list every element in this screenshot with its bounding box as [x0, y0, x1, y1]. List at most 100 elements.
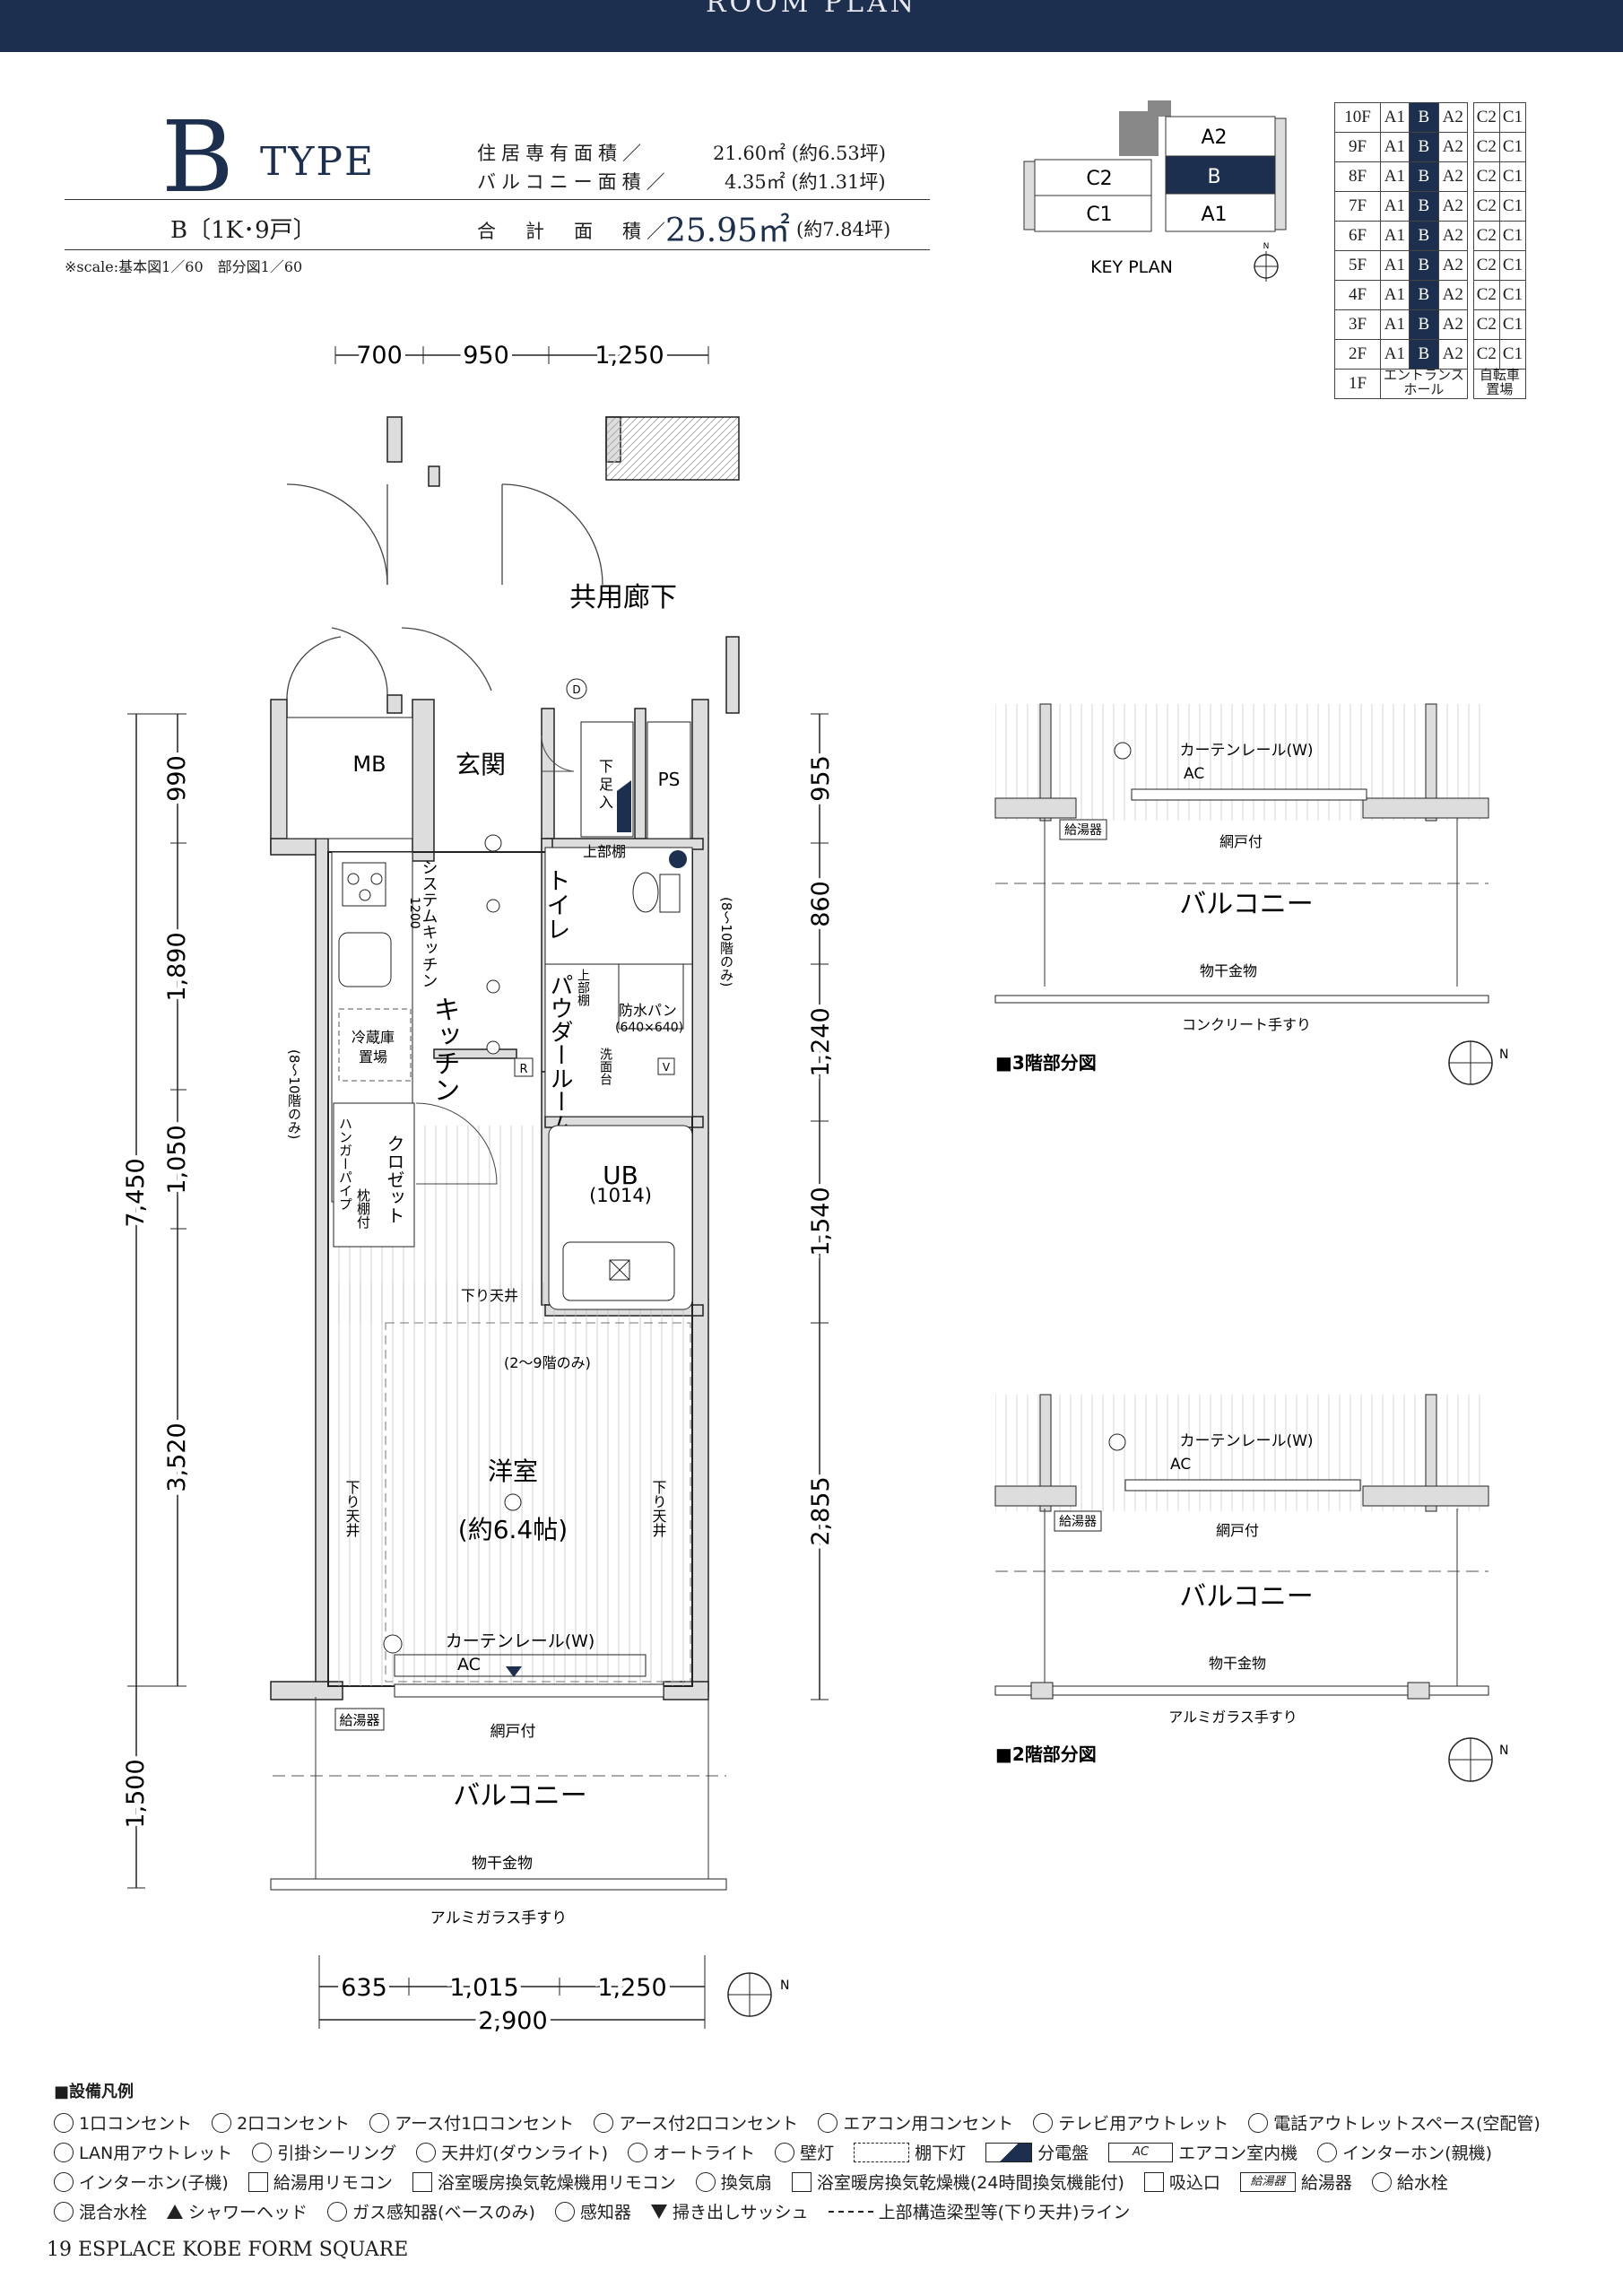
private-area-value: 21.60㎡ (約6.53坪) — [713, 143, 886, 164]
bottom-dimension — [318, 1955, 706, 2029]
right-dim-2855: 2,855 — [807, 1476, 835, 1545]
svg-text:R: R — [519, 1063, 527, 1076]
left-dim-990: 990 — [163, 755, 191, 802]
legend-label: 上部構造梁型等(下り天井)ライン — [878, 2203, 1131, 2222]
floor-label: 7F — [1334, 191, 1381, 222]
bottom-dim-635: 635 — [341, 1974, 387, 2002]
toilet-tank-icon — [659, 874, 681, 913]
legend-row-4: 混合水栓 シャワーヘッド ガス感知器(ベースのみ) 感知器 掃き出しサッシュ 上… — [54, 2196, 1578, 2226]
legend-label: 壁灯 — [800, 2144, 835, 2163]
key-plan-label-a1: A1 — [1201, 204, 1227, 226]
ub-size: (1014) — [589, 1185, 652, 1206]
corridor-label: 共用廊下 — [569, 582, 677, 613]
hanger-shelf-label: 枕棚付 — [355, 1188, 371, 1230]
closet — [333, 1102, 415, 1248]
closet-door-swing — [415, 1102, 498, 1185]
under-shelf-light-icon — [854, 2142, 910, 2162]
legend-item: 引掛シーリング — [252, 2140, 396, 2164]
ac-label: AC — [457, 1655, 481, 1674]
top-dim-700: 700 — [356, 342, 403, 370]
ps-label: PS — [658, 769, 681, 790]
floor-cell: A2 — [1437, 132, 1468, 162]
wash-stand-label: 洗面台 — [598, 1048, 612, 1085]
floor-cell: B — [1408, 102, 1439, 133]
balcony-area-label: バルコニー面積／ — [477, 171, 671, 193]
2f-curtain-rail: カーテンレール(W) — [1179, 1432, 1313, 1450]
auto-light-icon — [628, 2142, 648, 2162]
floor-cell: B — [1408, 161, 1439, 192]
legend-label: 給湯器 — [1300, 2173, 1352, 2193]
mb-label: MB — [352, 752, 386, 777]
legend-item: 換気扇 — [695, 2170, 772, 2194]
legend-item: 1口コンセント — [54, 2110, 192, 2135]
3f-north-label: N — [1499, 1048, 1508, 1062]
floor-cell: A1 — [1380, 309, 1410, 340]
water-heater-icon: 給湯器 — [1239, 2171, 1296, 2192]
floor-cell: B — [1408, 250, 1439, 281]
floor-cell: B — [1408, 339, 1439, 370]
legend-item: オートライト — [628, 2140, 755, 2164]
bottom-dim-1250: 1,250 — [597, 1974, 666, 2002]
type-word: TYPE — [260, 139, 376, 185]
legend-label: 浴室暖房換気乾燥機用リモコン — [437, 2173, 676, 2193]
ps-shaft — [647, 721, 691, 839]
legend-row-3: インターホン(子機) 給湯用リモコン 浴室暖房換気乾燥機用リモコン 換気扇 浴室… — [54, 2167, 1578, 2196]
ceiling-hook-icon — [504, 1493, 522, 1511]
floor-cell: C1 — [1498, 339, 1527, 370]
legend-item: 浴室暖房換気乾燥機(24時間換気機能付) — [791, 2170, 1124, 2194]
north-icon-label: N — [780, 1979, 789, 1993]
bottom-dim-1015: 1,015 — [449, 1974, 518, 2002]
top-dim-1250: 1,250 — [595, 342, 664, 370]
floor-row-1f: 1F エントランスホール 自転車置場 — [1334, 369, 1527, 399]
legend-item: 分電盤 — [985, 2140, 1089, 2164]
bath-remote-icon — [412, 2171, 432, 2192]
right-dim-labels: 955 860 1,240 1,540 2,855 — [803, 751, 839, 1550]
shower-head-icon — [167, 2204, 184, 2219]
legend-label: 混合水栓 — [79, 2203, 148, 2222]
left-dim-total: 7,450 — [122, 1158, 150, 1227]
unit-walls — [270, 699, 709, 1700]
legend-item: シャワーヘッド — [167, 2199, 308, 2223]
key-plan-label-c1: C1 — [1086, 204, 1112, 226]
shoe-box-label-3: 入 — [599, 794, 613, 811]
type-letter: B — [161, 100, 234, 214]
phone-outlet-icon — [1248, 2112, 1269, 2133]
distribution-board-icon — [985, 2142, 1033, 2162]
legend-item: 感知器 — [554, 2199, 631, 2223]
floor-cell: A2 — [1437, 250, 1468, 281]
entrance-hall-2: ホール — [1403, 383, 1445, 397]
washer-pan-size: (640×640) — [615, 1021, 683, 1035]
legend-label: 電話アウトレットスペース(空配管) — [1273, 2114, 1541, 2134]
entrance-label: 玄関 — [456, 750, 506, 779]
bottom-dim-labels: 635 1,015 1,250 2,900 — [336, 1970, 671, 2039]
legend-title: ■設備凡例 — [54, 2083, 135, 2101]
legend-item: 給湯器給湯器 — [1239, 2170, 1352, 2194]
floor-cell: B — [1408, 280, 1439, 310]
north-icon-label: N — [1263, 242, 1270, 251]
intercom-master-icon — [1317, 2142, 1338, 2162]
floor-cell: C2 — [1472, 280, 1500, 310]
ventilation-fan-icon — [695, 2171, 716, 2192]
fridge-space — [338, 1008, 412, 1082]
floor-label: 2F — [1334, 339, 1381, 370]
legend-item: 掃き出しサッシュ — [650, 2199, 809, 2223]
lowered-ceiling-left: 下り天井 — [343, 1480, 360, 1537]
legend-label: シャワーヘッド — [188, 2203, 308, 2222]
entrance-hall-1: エントランス — [1384, 369, 1464, 384]
corridor-walls — [386, 416, 740, 714]
legend-item: 棚下灯 — [854, 2140, 966, 2164]
fridge-label-1: 冷蔵庫 — [352, 1029, 395, 1046]
gas-detector-icon — [486, 1040, 500, 1055]
floor-plan: 700 950 1,250 共用廊下 — [122, 342, 1509, 2039]
balcony-area-value: 4.35㎡ (約1.31坪) — [725, 171, 886, 193]
legend-item: 混合水栓 — [54, 2199, 147, 2223]
beam-line-icon — [828, 2210, 873, 2213]
legend-item: 壁灯 — [775, 2140, 834, 2164]
legend-item: 天井灯(ダウンライト) — [416, 2140, 608, 2164]
western-room-floor — [330, 1283, 692, 1686]
partial-plan-2f: カーテンレール(W) AC 給湯器 網戸付 バルコニー 物干金物 アルミガラス手… — [994, 1394, 1508, 1782]
